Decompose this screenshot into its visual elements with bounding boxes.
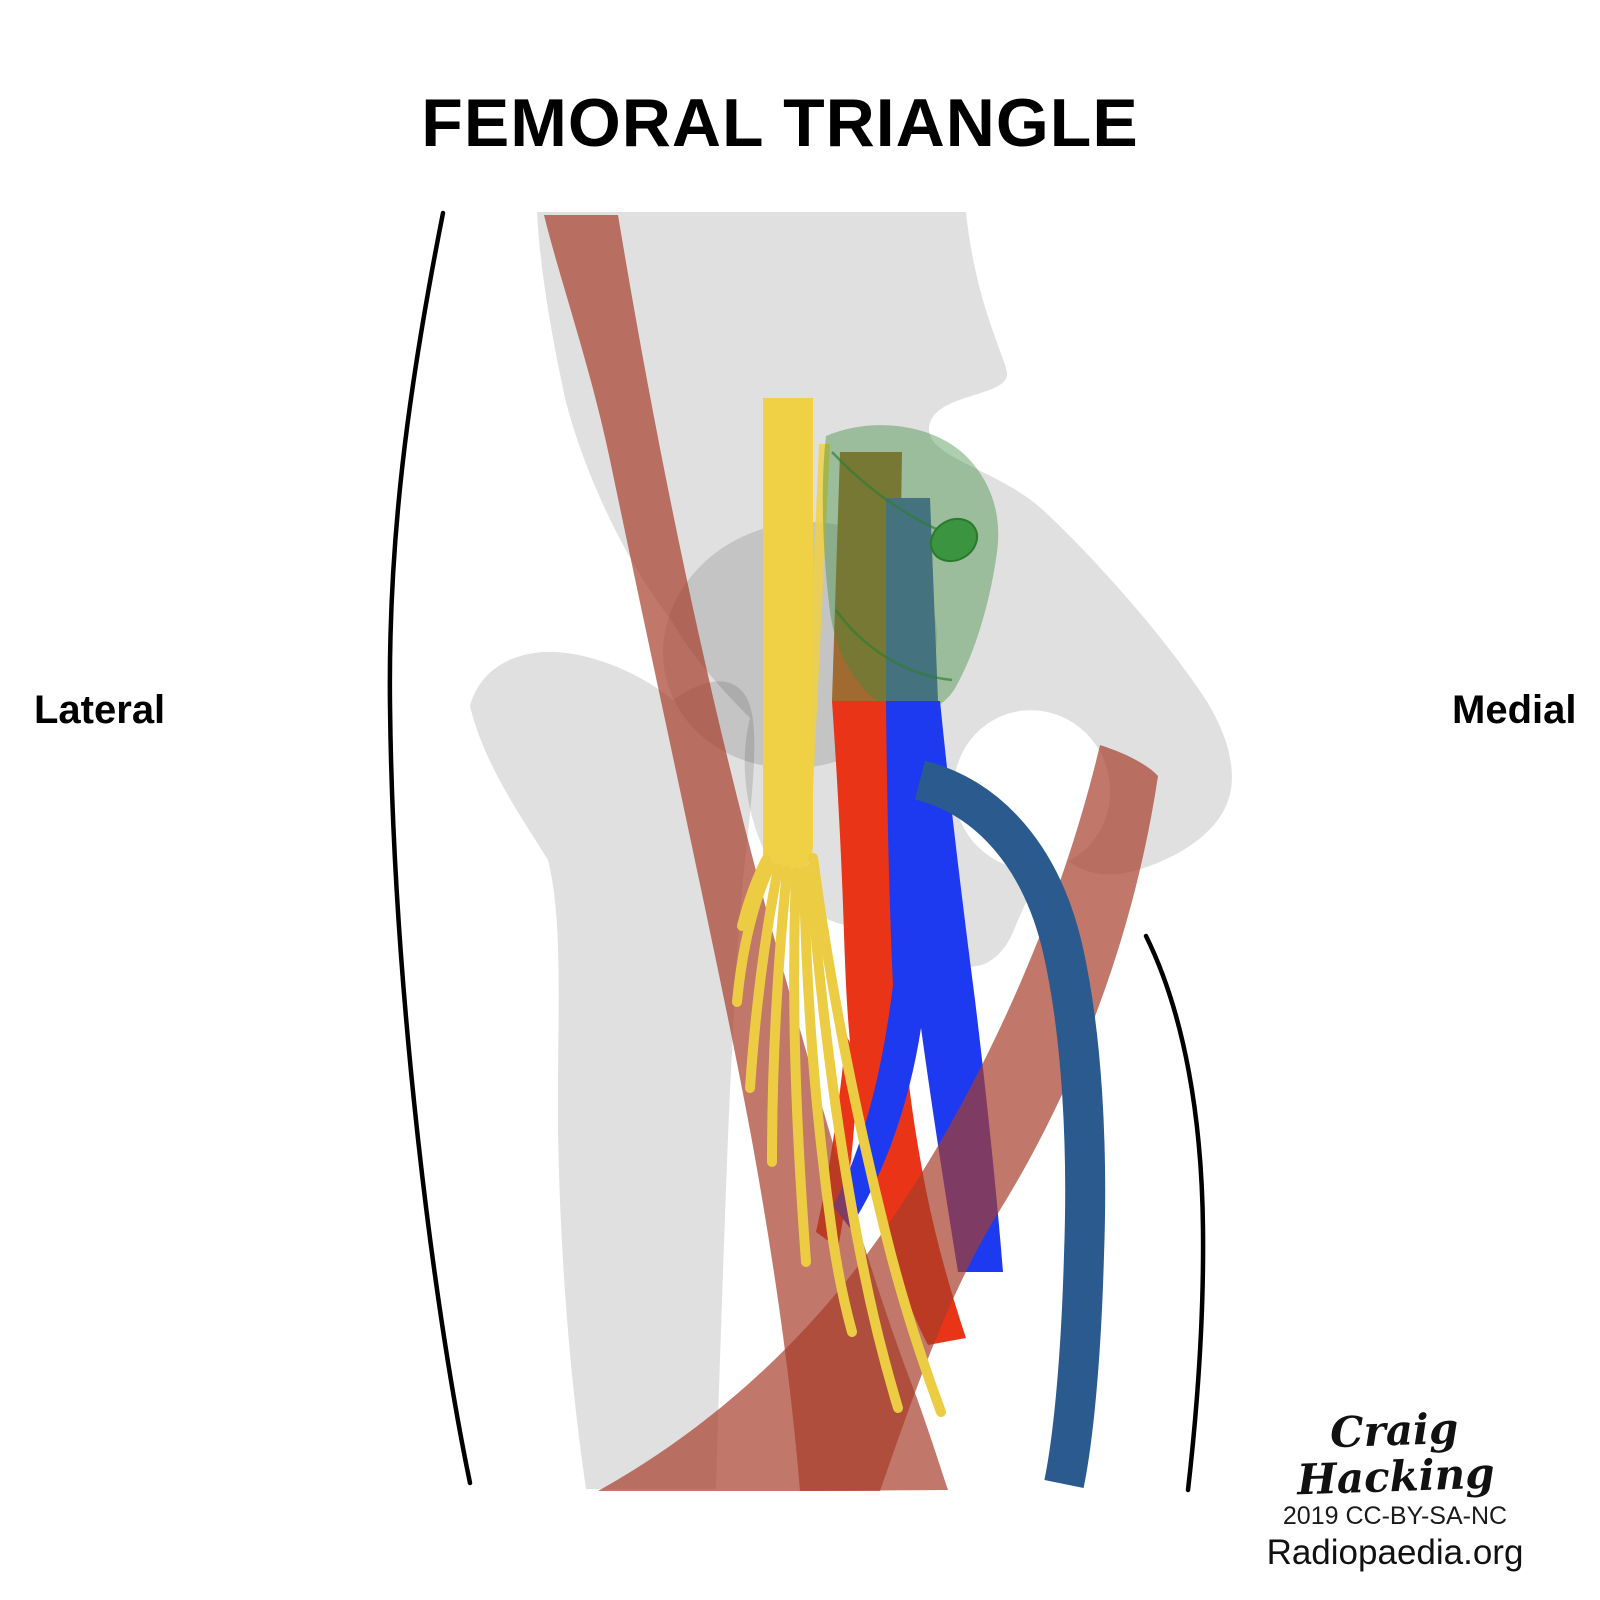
body-outline-right <box>1143 933 1206 1493</box>
orientation-label-lateral: Lateral <box>34 688 166 732</box>
nerve-branch-4 <box>767 866 792 1167</box>
femoral-sheath-rim-line-upper <box>831 451 949 536</box>
femoral-canal-opening <box>929 517 979 563</box>
femoral-nerve-trunk <box>763 398 813 870</box>
body-outline-group <box>387 210 1206 1493</box>
femoral-sheath-funnel <box>822 425 999 714</box>
nerve-branch-7 <box>805 864 903 1413</box>
pelvic-vessels-group <box>804 444 938 790</box>
femoral-sheath-rim-line-lower <box>834 609 953 682</box>
nerve-branch-1 <box>737 855 771 931</box>
nerve-branch-5 <box>789 867 811 1267</box>
femoral-nerve-branches <box>732 853 946 1417</box>
license-text: 2019 CC-BY-SA-NC <box>1282 1502 1508 1531</box>
body-outline-left <box>387 210 473 1486</box>
nerve-branch-3 <box>745 864 783 1093</box>
femoral-sheath <box>822 425 999 714</box>
author-signature: Craig Hacking <box>1296 1403 1496 1505</box>
nerve-branch-2 <box>732 861 775 1007</box>
orientation-label-medial: Medial <box>1452 688 1577 732</box>
nerve-branch-8 <box>808 853 946 1417</box>
external-iliac-vein <box>886 498 938 701</box>
site-name: Radiopaedia.org <box>1266 1533 1524 1573</box>
femur-bone <box>470 651 755 1489</box>
nerve-branch-6 <box>799 867 857 1337</box>
credits-block: Craig Hacking 2019 CC-BY-SA-NC Radiopaed… <box>1230 1404 1560 1573</box>
page-title: FEMORAL TRIANGLE <box>421 85 1139 161</box>
great-saphenous-vein <box>914 760 1106 1489</box>
external-iliac-artery <box>832 452 902 701</box>
sartorius-muscle <box>544 215 948 1491</box>
